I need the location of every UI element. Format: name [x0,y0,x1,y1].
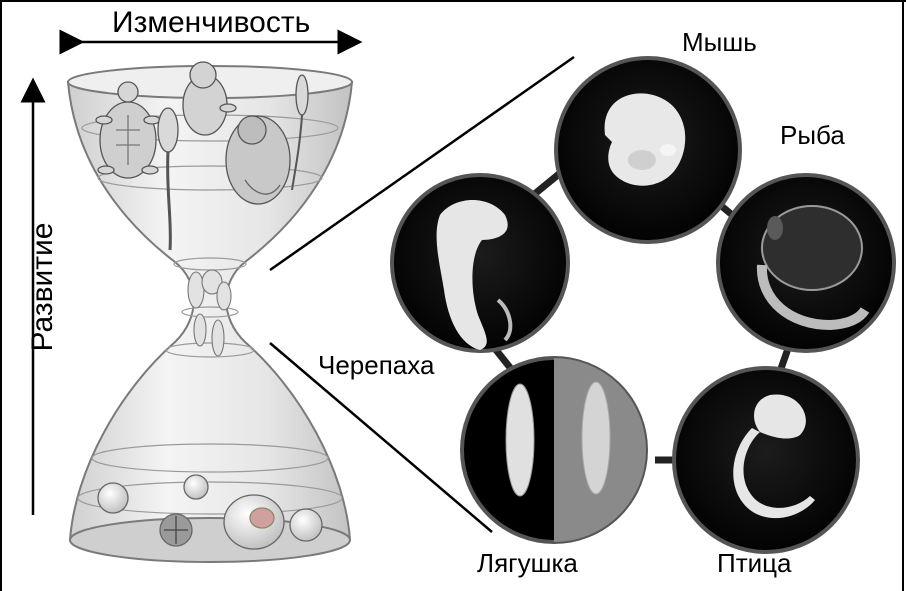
mouse-label: Мышь [682,29,757,55]
fish-embryo-icon [718,175,894,351]
turtle-label: Черепаха [318,352,434,378]
mouse-embryo-icon [556,58,740,242]
frog-embryo-icon [462,358,646,542]
bird-embryo-icon [674,368,858,552]
hourglass-diagram-icon [68,62,352,562]
turtle-embryo-icon [392,175,568,351]
variability-label: Изменчивость [112,8,310,38]
fish-label: Рыба [780,122,845,148]
bird-label: Птица [717,550,791,576]
development-label: Развитие [28,223,58,352]
frog-label: Лягушка [477,550,578,576]
